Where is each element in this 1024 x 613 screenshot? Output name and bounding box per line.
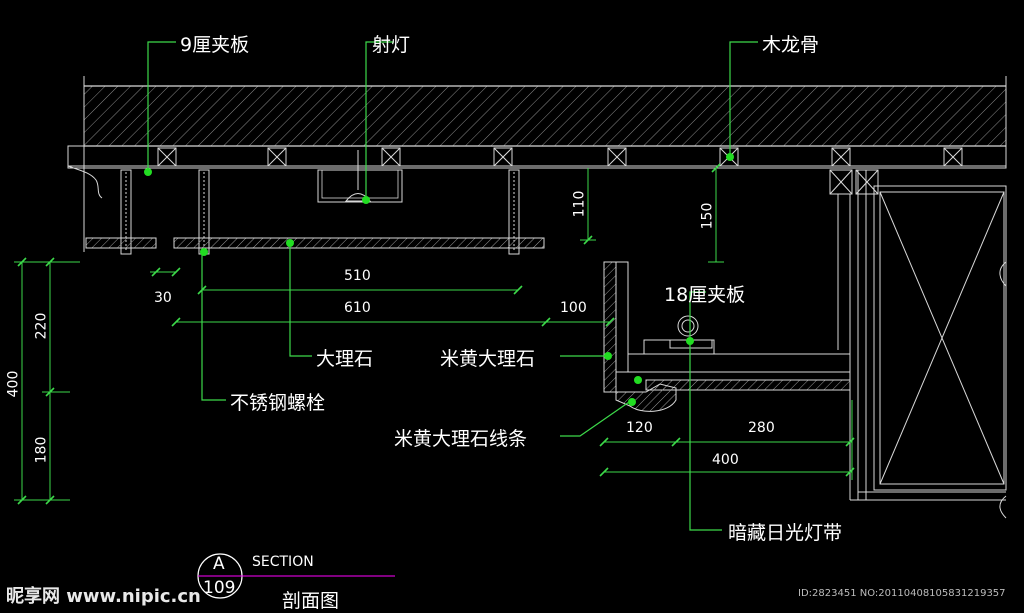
dim-220: 220 [33, 312, 50, 340]
threaded-rod [508, 169, 520, 255]
dim-30: 30 [154, 290, 172, 306]
dim-150: 150 [699, 202, 716, 230]
dim-610: 610 [344, 300, 371, 316]
leader-lines [147, 41, 758, 531]
section-subtitle: 剖面图 [282, 590, 340, 612]
stainless-bolts [120, 169, 520, 255]
section-number: 109 [203, 578, 236, 598]
dimension-ticks [17, 163, 855, 505]
wall-cabinet [829, 169, 1007, 519]
label-beige-marble-molding: 米黄大理石线条 [394, 428, 528, 450]
dim-510: 510 [344, 268, 371, 284]
keel-block [831, 147, 851, 167]
label-wood-keel: 木龙骨 [762, 34, 820, 56]
threaded-rod [120, 169, 132, 255]
dim-400-vertical: 400 [5, 370, 22, 398]
label-stainless-bolt: 不锈钢螺栓 [230, 392, 326, 414]
dim-180: 180 [33, 436, 50, 464]
section-title: SECTION [252, 554, 314, 570]
section-letter: A [213, 554, 225, 574]
keel-block [381, 147, 401, 167]
label-plywood-18mm: 18厘夹板 [664, 284, 746, 306]
dim-400: 400 [712, 452, 739, 468]
wood-keel-blocks [157, 147, 963, 167]
keel-block [607, 147, 627, 167]
marble-panels [85, 237, 545, 249]
dim-110: 110 [571, 190, 588, 218]
dim-120: 120 [626, 420, 653, 436]
label-marble: 大理石 [316, 348, 374, 370]
keel-block [493, 147, 513, 167]
keel-block [267, 147, 287, 167]
watermark-id: ID:2823451 NO:20110408105831219357 [798, 588, 1006, 599]
leader-dots [144, 153, 734, 406]
spotlight-fixture [317, 150, 403, 203]
label-hidden-light-strip: 暗藏日光灯带 [728, 522, 843, 544]
keel-block [157, 147, 177, 167]
dim-280: 280 [748, 420, 775, 436]
section-marker [197, 553, 395, 599]
label-beige-marble: 米黄大理石 [440, 348, 536, 370]
watermark-logo: 昵享网 www.nipic.cn [6, 586, 201, 607]
dim-100: 100 [560, 300, 587, 316]
label-spotlight: 射灯 [372, 34, 411, 56]
keel-block [943, 147, 963, 167]
concrete-slab [83, 76, 1007, 252]
label-plywood-9mm: 9厘夹板 [180, 34, 250, 56]
